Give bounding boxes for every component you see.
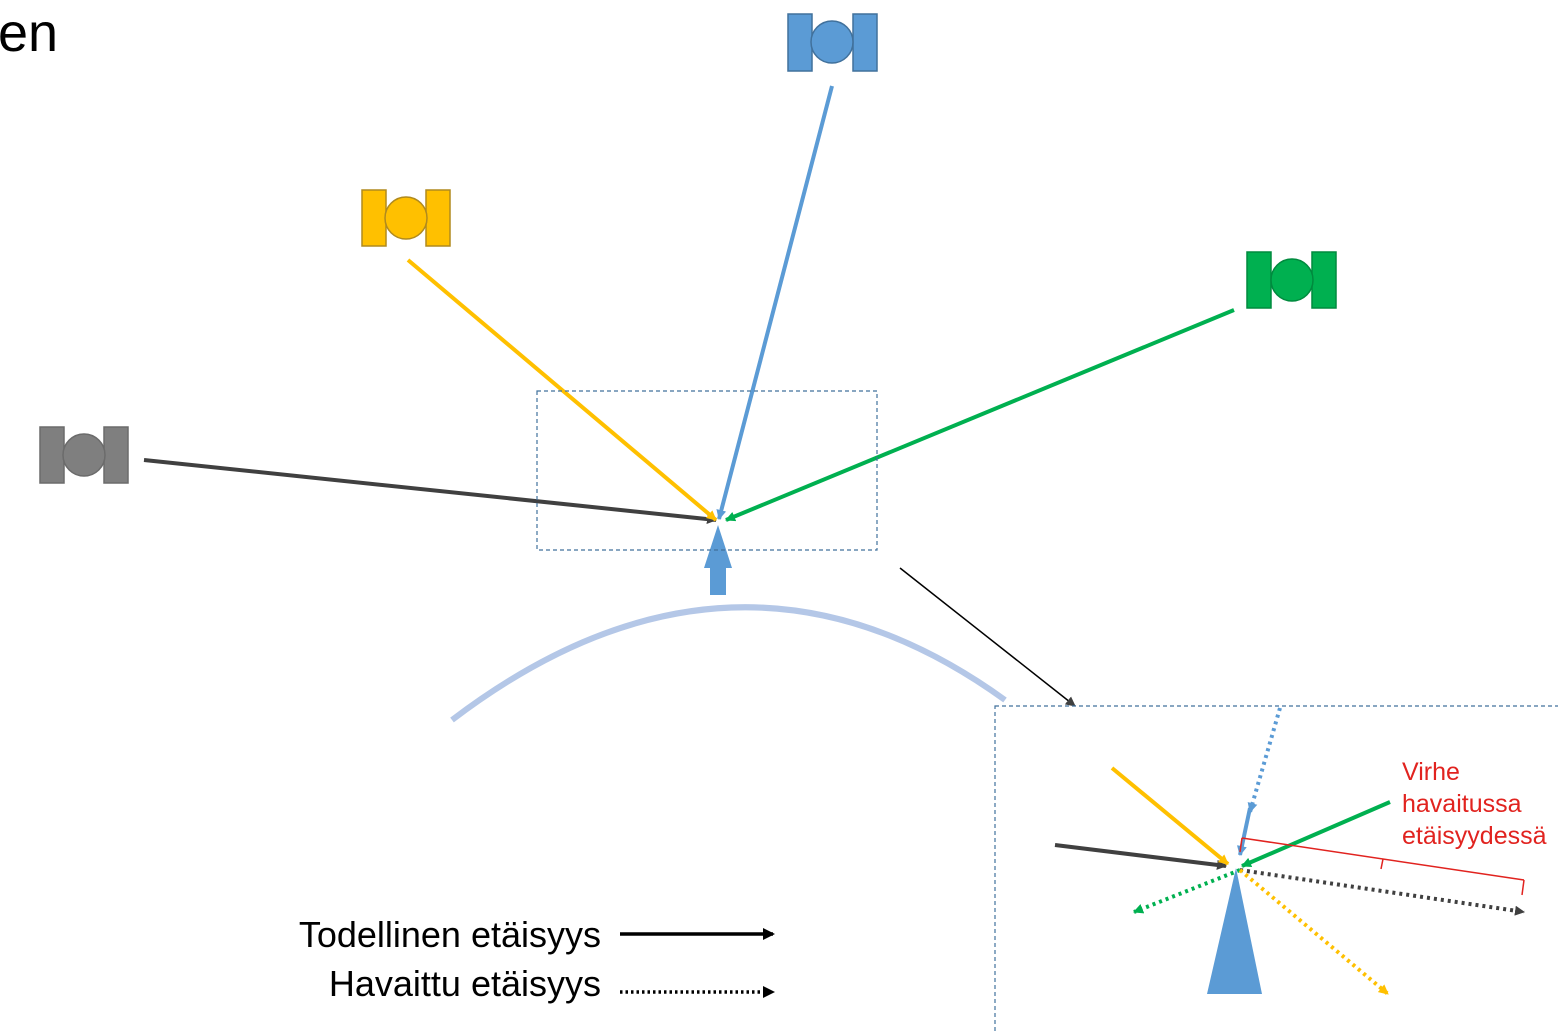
title-fragment: en bbox=[0, 3, 59, 63]
legend-observed-distance-label: Havaittu etäisyys bbox=[328, 963, 601, 1004]
inset-signal-yellow bbox=[1110, 766, 1230, 866]
error-label-line2: havaitussa bbox=[1402, 790, 1522, 818]
receiver-antenna-icon bbox=[704, 525, 732, 595]
inset-signal-green bbox=[1241, 800, 1391, 868]
error-bracket bbox=[1239, 837, 1525, 896]
signal-gray bbox=[143, 458, 717, 525]
signal-green bbox=[725, 308, 1235, 522]
satellite-green-icon bbox=[1246, 251, 1337, 309]
inset-receiver-icon bbox=[1207, 868, 1262, 994]
satellite-blue-icon bbox=[787, 13, 878, 72]
satellite-yellow-icon bbox=[361, 189, 451, 247]
inset-signal-gray bbox=[1054, 843, 1227, 870]
error-label: Virhe havaitussa etäisyydessä bbox=[1402, 756, 1547, 852]
inset-observed-green bbox=[1133, 868, 1241, 914]
earth-surface-arc bbox=[450, 604, 1007, 723]
legend-true-distance-label: Todellinen etäisyys bbox=[298, 914, 601, 955]
signal-blue bbox=[716, 85, 834, 520]
zoom-connector-arrow bbox=[899, 567, 1076, 707]
satellite-gray-icon bbox=[39, 426, 129, 484]
inset-observed-gray bbox=[1239, 868, 1525, 916]
inset-signal-blue bbox=[1236, 807, 1252, 856]
error-label-line3: etäisyydessä bbox=[1402, 822, 1547, 850]
error-label-line1: Virhe bbox=[1402, 758, 1460, 786]
zoom-source-box bbox=[536, 390, 878, 551]
signal-yellow bbox=[406, 258, 718, 522]
zoom-inset-box bbox=[994, 705, 1558, 1031]
inset-observed-blue bbox=[1247, 707, 1282, 813]
